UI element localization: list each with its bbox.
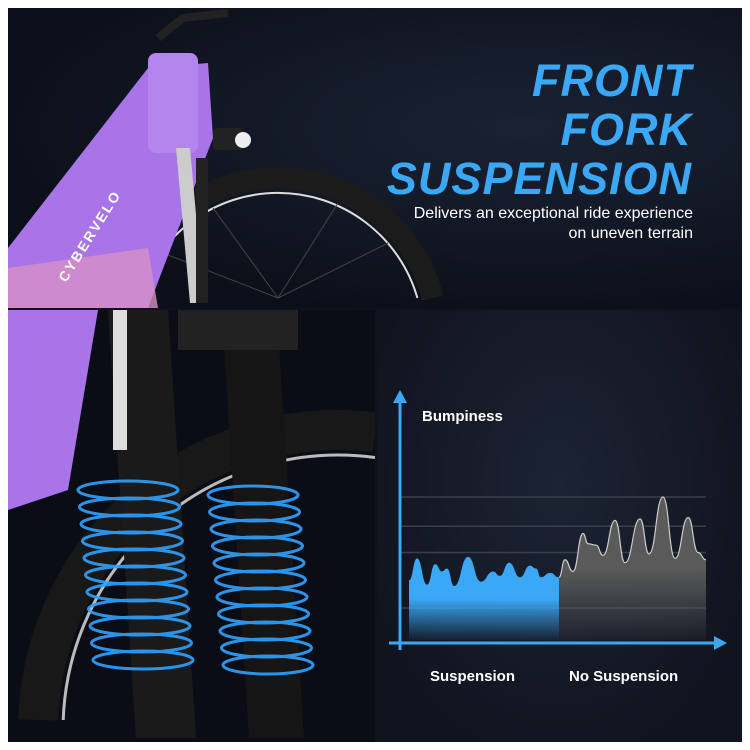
bike-front-illustration: CYBERVELO	[8, 9, 444, 308]
category-label-suspension: Suspension	[430, 668, 516, 685]
bumpiness-chart-panel: Bumpiness Suspension No Suspension	[377, 310, 742, 742]
fork-springs-panel	[8, 310, 375, 742]
subtitle-line-2: on uneven terrain	[568, 225, 693, 242]
y-axis-arrow-icon	[393, 390, 407, 403]
bumpiness-chart	[389, 390, 727, 650]
y-axis-label: Bumpiness	[422, 408, 503, 425]
spring-coil	[91, 649, 195, 671]
area-suspension	[409, 556, 559, 640]
spring-coil	[221, 654, 315, 676]
headline-line-2: FORK	[560, 104, 692, 155]
subtitle-line-1: Delivers an exceptional ride experience	[413, 205, 693, 222]
fork-springs-illustration	[8, 310, 375, 738]
area-no-suspension	[558, 497, 706, 640]
x-axis-arrow-icon	[714, 636, 727, 650]
headline-line-3: SUSPENSION	[386, 153, 692, 204]
headline-line-1: FRONT	[532, 55, 692, 106]
category-label-no-suspension: No Suspension	[569, 668, 679, 685]
area-outline-no-suspension	[558, 496, 707, 578]
product-image-frame: CYBERVELO FRONT FORK SUSPENSION Delivers…	[8, 8, 742, 742]
bike-closeup-panel: CYBERVELO FRONT FORK SUSPENSION Delivers…	[8, 8, 742, 308]
